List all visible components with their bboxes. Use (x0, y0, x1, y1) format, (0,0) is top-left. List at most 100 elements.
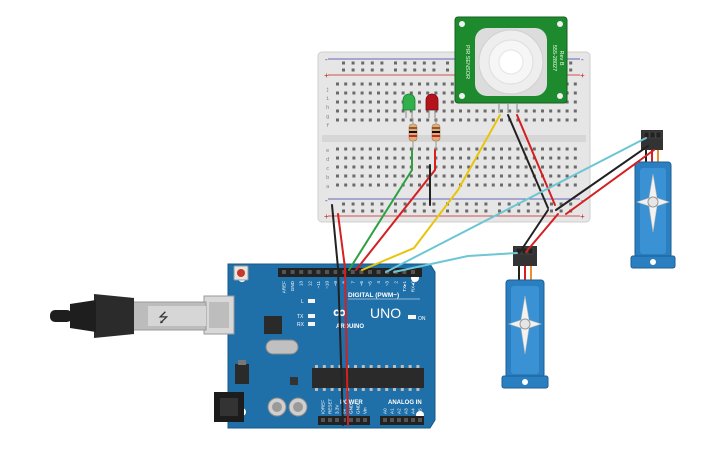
pin-label: ~10 (325, 281, 330, 289)
wire-black-gnd[interactable] (331, 204, 344, 426)
wires (331, 114, 655, 426)
pin-label: TX▸1 (402, 281, 407, 292)
header-pin[interactable] (368, 270, 372, 274)
rail-minus-top-right: - (581, 55, 584, 64)
servo-motor-bottom[interactable] (501, 246, 549, 389)
green-led[interactable] (402, 93, 416, 118)
row-label-f: f (326, 123, 329, 129)
row-label-g: g (326, 114, 329, 120)
analog-header-pin[interactable] (411, 418, 415, 422)
wire-black-servo-bottom[interactable] (519, 209, 549, 253)
header-pin[interactable] (359, 270, 364, 274)
power-header-pin[interactable] (356, 418, 360, 422)
pir-label-right-2: Rev B (558, 51, 564, 66)
usb-cable[interactable]: ⭍ (50, 294, 207, 338)
power-header-pin[interactable] (349, 418, 353, 422)
wire-black-servo-right[interactable] (555, 145, 649, 211)
rail-plus-top: + (324, 71, 329, 80)
power-header-pin[interactable] (342, 418, 346, 422)
header-pin[interactable] (333, 270, 338, 274)
pir-label-right-1: 555-28027 (551, 45, 557, 71)
brand-label: ARDUINO (336, 324, 364, 330)
analog-pin-label: A4 (411, 408, 416, 414)
power-pin-label: GND (356, 403, 361, 414)
voltage-regulator (235, 364, 249, 384)
wire-yellow-pir[interactable] (361, 114, 501, 271)
analog-header-pin[interactable] (397, 418, 401, 422)
usb-icon: ⭍ (158, 310, 169, 325)
header-pin[interactable] (411, 270, 415, 274)
led-rx-label: RX (297, 322, 305, 328)
wire-red-servo-right[interactable] (565, 149, 655, 215)
analog-pin-label: A3 (404, 408, 409, 414)
power-header-pin[interactable] (335, 418, 339, 422)
led-tx (308, 314, 315, 318)
analog-header-pin[interactable] (404, 418, 408, 422)
analog-header-pin[interactable] (418, 418, 422, 422)
power-pin-label: GND (349, 403, 354, 414)
header-pin[interactable] (376, 270, 381, 274)
wire-red-led[interactable] (355, 149, 436, 271)
analog-header-pin[interactable] (390, 418, 394, 422)
power-led (408, 315, 416, 319)
dc-power-jack[interactable] (214, 392, 244, 422)
pin-label: ~5 (368, 281, 373, 287)
pin-label: 13 (299, 281, 304, 287)
pin-label: ~3 (385, 281, 390, 287)
pir-sensor[interactable]: PIR SENSOR 555-28027 Rev B (454, 16, 568, 113)
reset-button[interactable] (233, 265, 249, 281)
power-pin-label: Vin (363, 407, 368, 414)
usb-port[interactable] (203, 295, 235, 335)
header-pin[interactable] (290, 270, 295, 274)
row-label-c: c (326, 166, 329, 172)
analog-header-pin[interactable] (383, 418, 387, 422)
header-pin[interactable] (316, 270, 321, 274)
on-label: ON (418, 316, 426, 322)
rail-plus-top-right: + (580, 71, 585, 80)
led-rx (308, 322, 315, 326)
small-ic (290, 377, 298, 385)
header-pin[interactable] (307, 270, 312, 274)
row-label-b: b (326, 175, 329, 181)
header-pin[interactable] (402, 270, 407, 274)
header-pin[interactable] (282, 270, 286, 274)
analog-pin-label: A1 (390, 408, 395, 414)
pin-label: GND (290, 280, 295, 291)
wire-red-5v[interactable] (337, 213, 349, 426)
analog-pin-label: A5 (418, 408, 423, 414)
row-label-d: d (326, 157, 329, 163)
power-label: POWER (340, 400, 363, 406)
row-label-a: a (326, 184, 329, 190)
rail-minus-bottom: - (325, 196, 328, 205)
resistor-red[interactable] (431, 118, 441, 150)
wire-red-pir[interactable] (516, 114, 556, 206)
header-pin[interactable] (325, 270, 329, 274)
wire-cyan-servo-right[interactable] (385, 137, 647, 273)
wire-green-led[interactable] (348, 149, 413, 271)
pin-label: RX◂0 (411, 281, 416, 293)
row-label-e: e (326, 148, 329, 154)
red-led[interactable] (425, 93, 439, 118)
power-header-pin[interactable] (363, 418, 367, 422)
crystal-oscillator (265, 339, 299, 355)
row-label-i: i (326, 96, 329, 102)
wire-red-servo-bottom[interactable] (525, 213, 559, 253)
analog-in-label: ANALOG IN (388, 400, 422, 406)
power-header-pin[interactable] (321, 418, 325, 422)
rail-plus-bottom-right: + (580, 212, 585, 221)
power-pin-label: IOREF (321, 400, 326, 414)
pin-label: 12 (307, 281, 312, 287)
wire-cyan-servo-bottom[interactable] (393, 252, 518, 273)
header-pin[interactable] (299, 270, 304, 274)
model-label: UNO (370, 305, 401, 321)
header-pin[interactable] (350, 270, 355, 274)
led-tx-label: TX (297, 314, 304, 320)
resistor-green[interactable] (408, 118, 418, 150)
power-header-pin[interactable] (328, 418, 332, 422)
power-pin-label: RESET (328, 398, 333, 414)
pin-label: ~6 (359, 281, 364, 287)
atmega-chip (312, 368, 424, 388)
digital-pwm-label: DIGITAL (PWM~) (348, 292, 399, 299)
